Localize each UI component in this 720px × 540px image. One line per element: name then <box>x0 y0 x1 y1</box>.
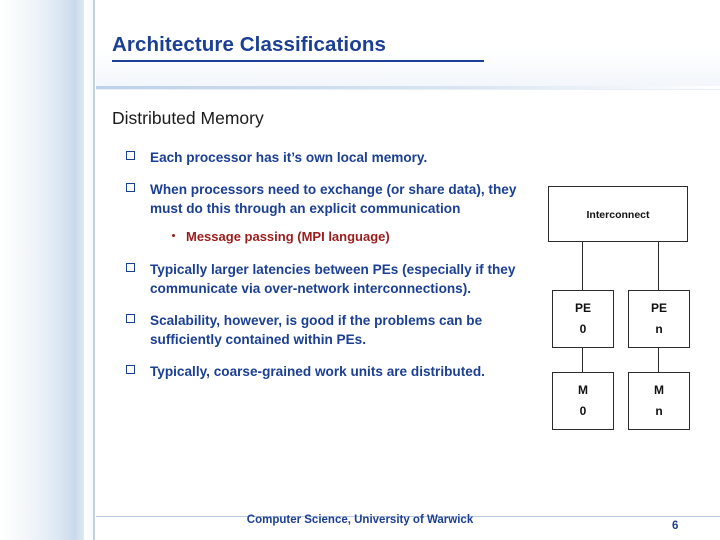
square-bullet-icon <box>126 183 135 192</box>
footer-text: Computer Science, University of Warwick <box>246 514 474 526</box>
connector-interconnect-pe0 <box>582 242 584 290</box>
header-divider-secondary <box>96 89 720 90</box>
pen-label: PE <box>650 301 667 315</box>
sub-list-item-label: Message passing (MPI language) <box>186 229 390 244</box>
pen-box: PE n <box>628 290 690 348</box>
list-item-label: When processors need to exchange (or sha… <box>150 182 517 216</box>
mn-label: M <box>654 383 664 397</box>
title-underline <box>112 60 484 62</box>
footer-divider <box>96 516 720 517</box>
square-bullet-icon <box>126 151 135 160</box>
list-item-label: Typically larger latencies between PEs (… <box>150 262 516 296</box>
pe0-index: 0 <box>579 322 587 336</box>
mn-index: n <box>655 404 663 418</box>
list-item: Typically larger latencies between PEs (… <box>126 260 546 298</box>
square-bullet-icon <box>126 314 135 323</box>
bullet-list: Each processor has it’s own local memory… <box>126 148 546 394</box>
connector-pe0-m0 <box>582 348 584 372</box>
list-item: Each processor has it’s own local memory… <box>126 148 546 167</box>
m0-label: M <box>578 383 588 397</box>
m0-box: M 0 <box>552 372 614 430</box>
list-item: When processors need to exchange (or sha… <box>126 180 546 218</box>
list-item-label: Each processor has it’s own local memory… <box>150 150 428 165</box>
left-decorative-band <box>0 0 96 540</box>
mn-box: M n <box>628 372 690 430</box>
distributed-memory-diagram: Interconnect PE 0 PE n M 0 M n <box>548 186 690 456</box>
list-item-label: Scalability, however, is good if the pro… <box>150 313 483 347</box>
m0-index: 0 <box>579 404 587 418</box>
left-band-highlight <box>84 0 94 540</box>
pen-index: n <box>655 322 663 336</box>
list-item-label: Typically, coarse-grained work units are… <box>150 364 485 379</box>
square-bullet-icon <box>126 263 135 272</box>
page-title: Architecture Classifications <box>112 33 386 56</box>
slide-number: 6 <box>672 520 679 532</box>
connector-interconnect-pen <box>658 242 660 290</box>
pe0-box: PE 0 <box>552 290 614 348</box>
connector-pen-mn <box>658 348 660 372</box>
sub-list-item: Message passing (MPI language) <box>172 228 546 246</box>
square-bullet-icon <box>126 365 135 374</box>
header-band <box>96 0 720 88</box>
interconnect-box: Interconnect <box>548 186 688 242</box>
header-divider <box>96 86 720 89</box>
left-band-edge <box>93 0 95 540</box>
dot-bullet-icon <box>172 234 175 237</box>
section-subtitle: Distributed Memory <box>112 108 264 128</box>
list-item: Typically, coarse-grained work units are… <box>126 362 546 381</box>
pe0-label: PE <box>574 301 591 315</box>
list-item: Scalability, however, is good if the pro… <box>126 311 546 349</box>
